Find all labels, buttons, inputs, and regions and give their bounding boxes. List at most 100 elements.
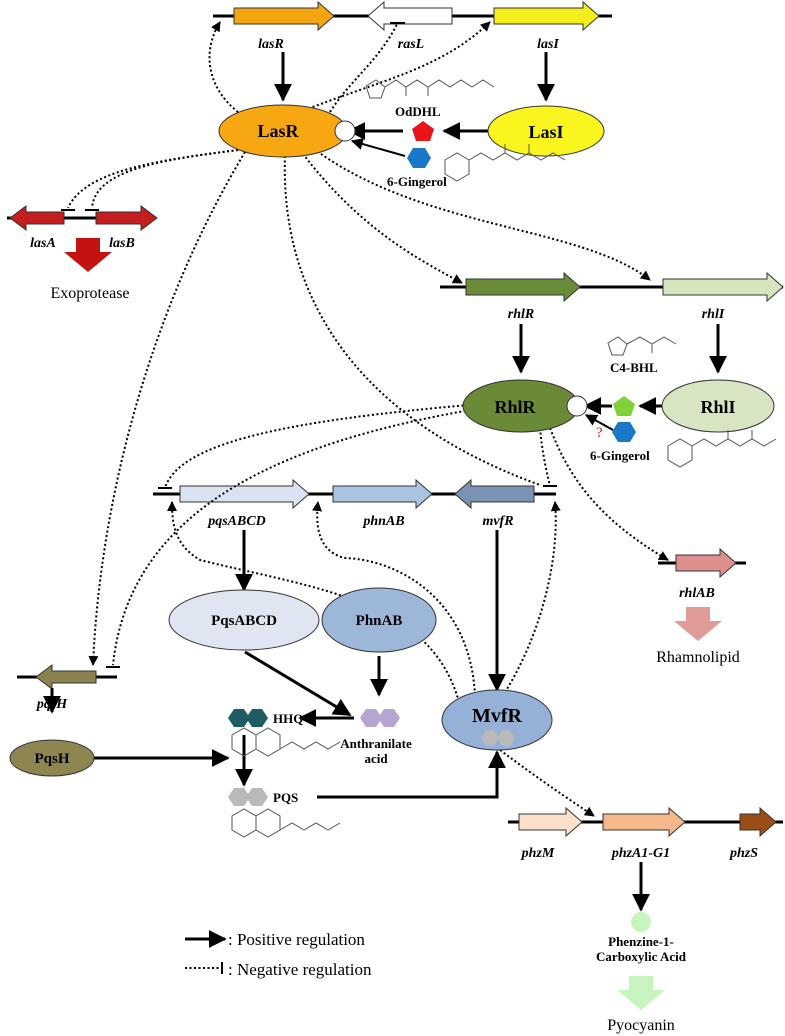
gene-label-rhlR: rhlR xyxy=(508,307,534,322)
gene-label-rhlAB: rhlAB xyxy=(679,586,715,601)
product-arrows xyxy=(64,238,722,1010)
mvfR-bound-pqs-hexagon-1 xyxy=(481,730,499,746)
gene-label-rhlI: rhlI xyxy=(702,307,725,322)
neg-line-mvfR-to-phnAB xyxy=(312,501,476,696)
gene-arrow-mvfR xyxy=(454,478,535,510)
label-pca-line1: Phenzine-1- xyxy=(608,934,674,949)
gene-arrow-phzS xyxy=(739,806,777,838)
label-pyocyanin: Pyocyanin xyxy=(607,1017,675,1034)
protein-PqsH xyxy=(9,739,95,777)
label-anthranilate-line1: Anthranilate xyxy=(340,736,412,751)
unknown-interaction-mark: ? xyxy=(596,425,603,441)
neg-line-lasR-to-pqsH xyxy=(88,151,246,666)
protein-label-LasR: LasR xyxy=(257,121,299,141)
neg-line-lasR-to-lasR-gene xyxy=(208,21,239,113)
gene-arrow-lasA xyxy=(9,205,65,231)
neg-line-mvfR-to-phzA1-G1 xyxy=(499,749,595,817)
pqs-hexagon-2 xyxy=(246,788,268,806)
hhq-structure-icon xyxy=(231,727,341,757)
label-OdDHL: OdDHL xyxy=(395,104,441,119)
protein-label-PqsH: PqsH xyxy=(34,751,69,767)
neg-line-lasR-to-mvfR xyxy=(283,155,541,486)
gene-arrow-phzM xyxy=(518,806,583,838)
pqs-hexagon-1 xyxy=(228,788,250,806)
gene-label-lasR: lasR xyxy=(258,37,284,52)
gene-arrow-lasI xyxy=(493,0,600,32)
protein-labels: LasR LasI RhlR RhlI PqsABCD PhnAB MvfR P… xyxy=(34,121,735,767)
gene-arrow-lasR xyxy=(233,0,335,32)
protein-label-RhlR: RhlR xyxy=(494,397,536,417)
molecule-labels: OdDHL 6-Gingerol C4-BHL 6-Gingerol HHQ A… xyxy=(273,104,687,964)
exoprotease-block-arrow xyxy=(64,238,112,272)
odDHL-pentagon xyxy=(412,121,434,141)
gene-label-lasA: lasA xyxy=(30,236,56,251)
negative-regulation-lines xyxy=(67,21,669,817)
protein-PhnAB xyxy=(321,587,437,653)
arrow-PQS-to-MvfR xyxy=(317,750,506,799)
hhq-hexagon-2 xyxy=(246,709,268,727)
dna-backbones xyxy=(7,14,783,824)
gene-label-rasL: rasL xyxy=(398,37,424,52)
gene-arrow-pqsH xyxy=(35,664,97,690)
label-PQS: PQS xyxy=(273,790,298,805)
gene-label-mvfR: mvfR xyxy=(482,514,513,529)
neg-line-lasR-to-rhlR xyxy=(299,149,463,284)
gene-labels: lasR rasL lasI lasA lasB rhlR rhlI pqsAB… xyxy=(30,37,758,861)
gene-arrow-rasL xyxy=(367,0,453,32)
arrow-PqsABCD-to-anthranilate xyxy=(244,650,352,717)
label-6-gingerol-rhl: 6-Gingerol xyxy=(590,448,650,463)
label-anthranilate-line2: acid xyxy=(364,751,388,766)
gingerol-structure-icon-rhl xyxy=(667,430,777,468)
legend-positive-label: : Positive regulation xyxy=(228,930,365,949)
lasR-binding-pocket xyxy=(334,120,356,142)
anthranilate-hexagon-1 xyxy=(360,709,382,727)
gene-arrow-rhlI xyxy=(662,271,784,303)
gingerol-hexagon-las xyxy=(407,148,431,168)
rhlR-binding-pocket xyxy=(566,395,588,417)
rhamnolipid-block-arrow xyxy=(674,607,722,641)
gene-label-phzS: phzS xyxy=(729,846,758,861)
gene-arrow-rhlR xyxy=(465,271,581,303)
hhq-hexagon-1 xyxy=(228,709,250,727)
label-exoprotease: Exoprotease xyxy=(50,285,129,302)
inhibition-bars xyxy=(61,22,557,668)
neg-line-rhlR-to-pqsABCD xyxy=(164,404,469,489)
label-HHQ: HHQ xyxy=(273,711,303,726)
neg-line-lasR-to-rhlI xyxy=(309,145,651,281)
protein-label-PqsABCD: PqsABCD xyxy=(211,613,277,629)
neg-line-rhlR-to-pqsH xyxy=(112,409,471,666)
label-C4-BHL: C4-BHL xyxy=(610,360,658,375)
neg-line-mvfR-to-pqsABCD xyxy=(167,501,463,716)
mvfR-bound-pqs-hexagon-2 xyxy=(497,730,515,746)
gene-arrow-phzA1-G1 xyxy=(602,806,686,838)
protein-label-PhnAB: PhnAB xyxy=(356,613,403,629)
pyocyanin-block-arrow xyxy=(617,976,665,1010)
protein-label-MvfR: MvfR xyxy=(472,705,523,727)
positive-regulation-arrows xyxy=(43,52,727,912)
gene-arrow-lasB xyxy=(95,205,158,231)
protein-LasI xyxy=(487,105,605,157)
gene-arrows xyxy=(9,0,784,838)
anthranilate-hexagon-2 xyxy=(378,709,400,727)
arrow-gingerol-to-RhlR xyxy=(584,414,614,431)
neg-line-rhlR-to-mvfR xyxy=(539,427,551,487)
gene-label-lasI: lasI xyxy=(537,37,559,52)
protein-label-RhlI: RhlI xyxy=(700,397,735,417)
c4bhl-structure-icon xyxy=(607,336,677,356)
protein-MvfR xyxy=(441,689,553,751)
gene-label-phzA1-G1: phzA1-G1 xyxy=(611,846,670,861)
gene-arrow-rhlAB xyxy=(675,547,737,579)
legend-negative-label: : Negative regulation xyxy=(228,960,372,979)
protein-label-LasI: LasI xyxy=(528,122,563,142)
gene-label-lasB: lasB xyxy=(109,236,135,251)
neg-line-lasR-to-rasL xyxy=(329,21,399,113)
signal-molecules xyxy=(228,121,651,932)
proteins xyxy=(9,104,775,777)
protein-RhlI xyxy=(661,379,775,433)
gene-label-phnAB: phnAB xyxy=(362,514,404,529)
gingerol-structure-icon-las xyxy=(444,144,566,182)
protein-PqsABCD xyxy=(168,589,320,651)
label-rhamnolipid: Rhamnolipid xyxy=(656,649,740,666)
